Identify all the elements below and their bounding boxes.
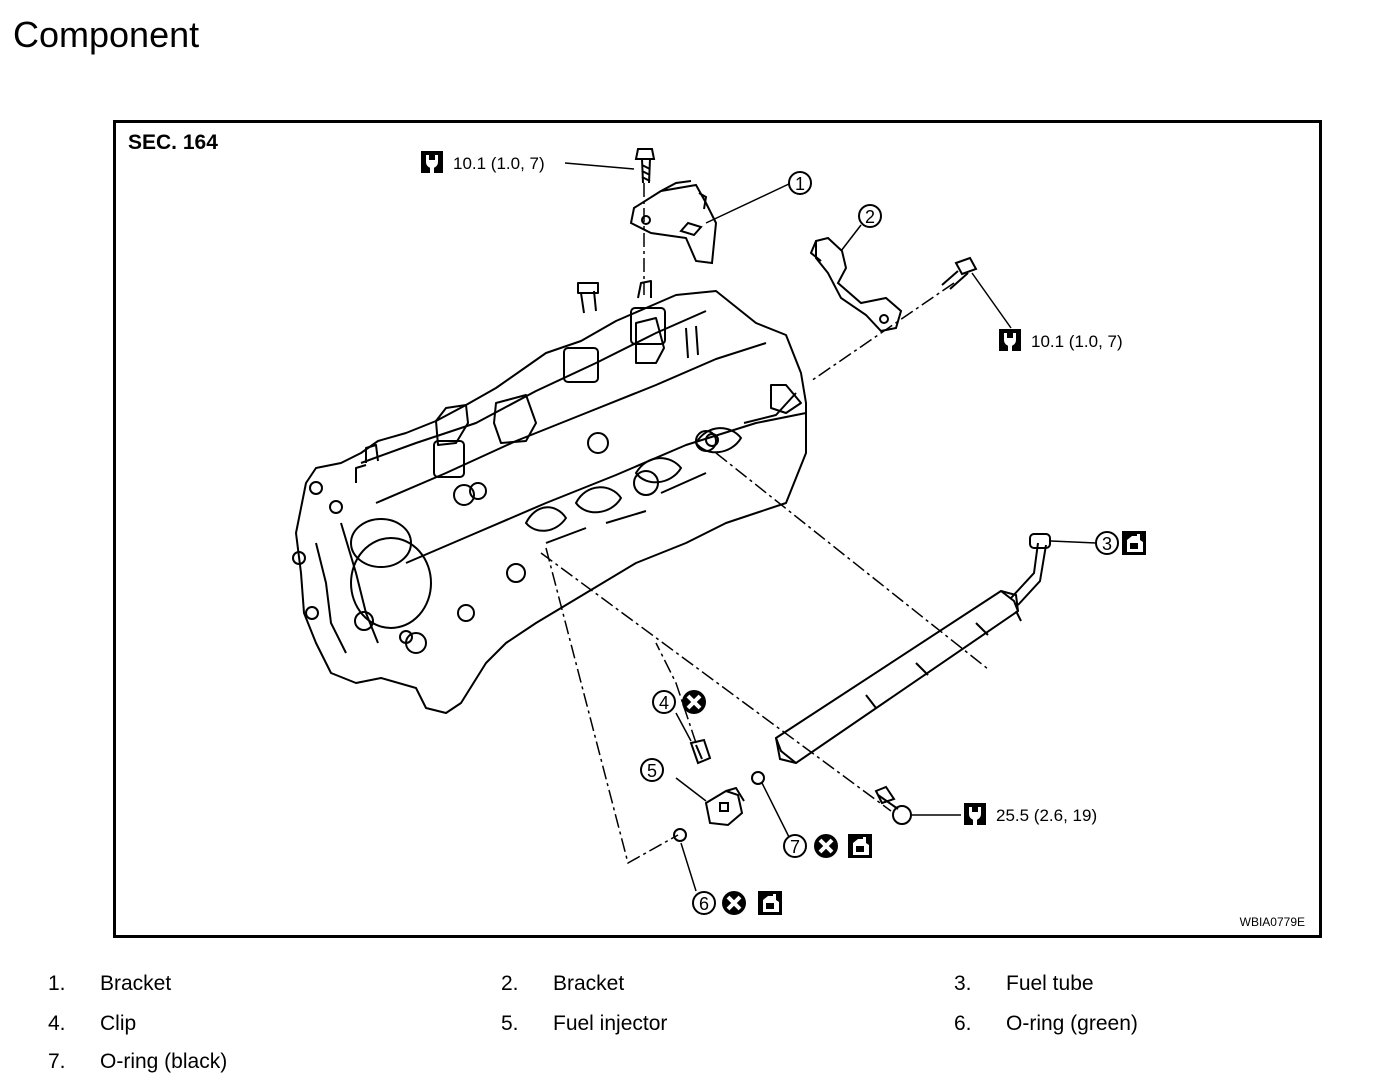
legend-number: 5. <box>501 1012 519 1035</box>
svg-text:5: 5 <box>647 761 657 781</box>
do-not-reuse-icon <box>720 889 748 917</box>
assembly-lines <box>540 183 989 865</box>
svg-text:25.5 (2.6, 19): 25.5 (2.6, 19) <box>996 806 1097 825</box>
svg-text:3: 3 <box>1102 534 1112 554</box>
legend-label: O-ring (black) <box>100 1050 228 1073</box>
lubricate-oil-icon <box>848 834 872 858</box>
component-diagram: SEC. 164 <box>113 120 1322 938</box>
legend-number: 2. <box>501 972 519 995</box>
legend-label: Fuel tube <box>1006 972 1094 995</box>
lubricate-oil-icon <box>758 891 782 915</box>
fuel-tube-drawing <box>774 533 1051 825</box>
torque-spec-bracket-1: 10.1 (1.0, 7) <box>421 151 545 173</box>
cylinder-head-drawing <box>292 280 807 714</box>
bolt-1-drawing <box>634 148 656 184</box>
callout-6: 6 <box>692 891 716 915</box>
svg-text:2: 2 <box>865 207 875 227</box>
lubricate-oil-icon <box>1122 531 1146 555</box>
legend-number: 6. <box>954 1012 972 1035</box>
svg-text:4: 4 <box>659 693 669 713</box>
exploded-view-drawing: 1 2 3 4 5 6 7 10.1 (1.0, 7) <box>292 148 1146 917</box>
do-not-reuse-icon <box>680 688 708 716</box>
callout-2: 2 <box>858 204 882 228</box>
figure-code: WBIA0779E <box>1239 915 1305 929</box>
legend-number: 7. <box>48 1050 66 1073</box>
bracket-1-drawing <box>629 180 718 265</box>
o-ring-green-drawing <box>673 828 687 842</box>
bracket-2-drawing <box>809 236 903 333</box>
legend-label: Bracket <box>100 972 172 995</box>
legend-number: 1. <box>48 972 66 995</box>
svg-text:1: 1 <box>795 174 805 194</box>
legend-label: Clip <box>100 1012 137 1035</box>
torque-wrench-icon <box>964 803 986 825</box>
legend-label: Fuel injector <box>553 1012 668 1035</box>
legend-label: O-ring (green) <box>1006 1012 1138 1035</box>
torque-wrench-icon <box>421 151 443 173</box>
callout-3: 3 <box>1095 531 1119 555</box>
svg-text:7: 7 <box>790 837 800 857</box>
o-ring-black-drawing <box>751 771 765 785</box>
torque-spec-fuel-tube: 25.5 (2.6, 19) <box>964 803 1097 825</box>
svg-text:10.1 (1.0, 7): 10.1 (1.0, 7) <box>1031 332 1123 351</box>
svg-text:10.1 (1.0, 7): 10.1 (1.0, 7) <box>453 154 545 173</box>
callout-markers: 1 2 3 4 5 6 7 <box>640 171 1119 915</box>
callout-4: 4 <box>652 690 676 714</box>
legend-number: 4. <box>48 1012 66 1035</box>
legend-number: 3. <box>954 972 972 995</box>
do-not-reuse-icon <box>812 832 840 860</box>
callout-5: 5 <box>640 758 664 782</box>
callout-1: 1 <box>788 171 812 195</box>
leader-lines <box>564 162 1097 892</box>
fuel-injector-drawing <box>704 786 745 827</box>
bolt-2-drawing <box>941 256 978 290</box>
svg-text:6: 6 <box>699 894 709 914</box>
torque-wrench-icon <box>999 329 1021 351</box>
callout-7: 7 <box>783 834 807 858</box>
clip-drawing <box>689 738 712 765</box>
section-label: SEC. 164 <box>128 131 218 154</box>
legend-label: Bracket <box>553 972 625 995</box>
torque-spec-bracket-2: 10.1 (1.0, 7) <box>999 329 1123 351</box>
page-title: Component <box>13 14 200 55</box>
